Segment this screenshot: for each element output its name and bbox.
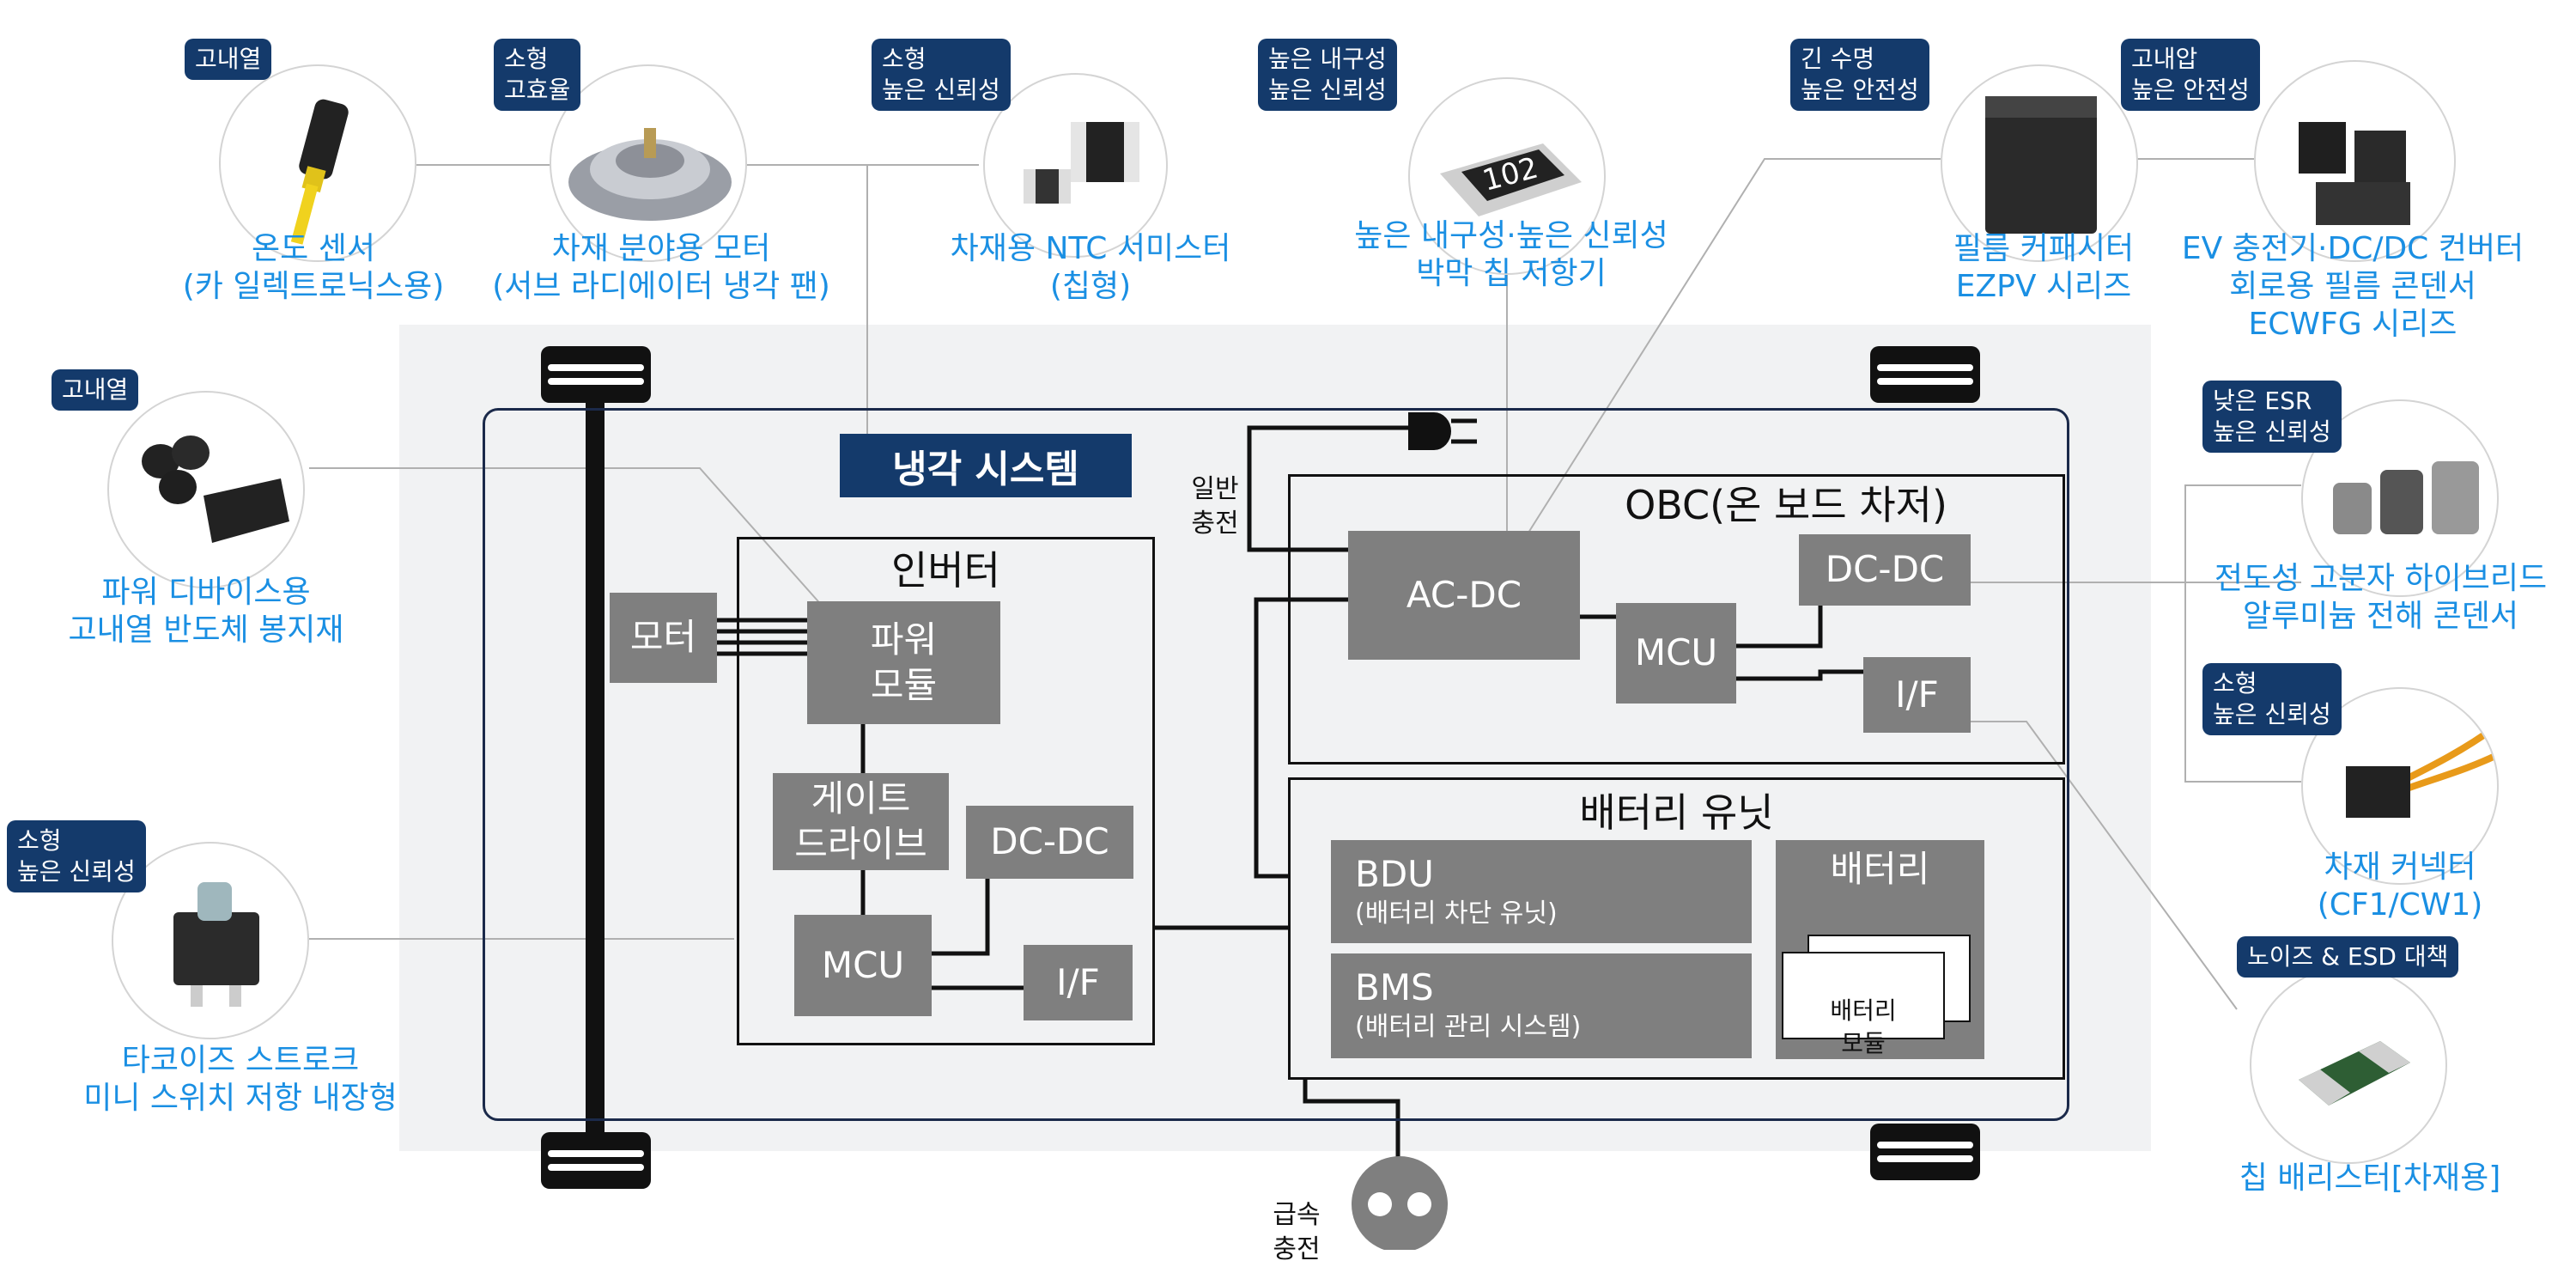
badge-temperature-sensor: 고내열 [185,39,272,80]
product-image-temperature-sensor [219,64,416,262]
bms-label: BMS [1355,966,1434,1008]
plug-icon [1408,412,1477,450]
battery-label: 배터리 [1830,848,1930,890]
product-image-chip-varistor [2250,966,2447,1164]
obc-title: OBC(온 보드 차저) [1625,482,1947,528]
obc-dcdc-block: DC-DC [1799,534,1971,606]
cooling-system-label: 냉각 시스템 [840,434,1132,497]
product-image-motor [550,64,747,262]
inverter-mcu-block: MCU [794,915,932,1016]
fast-charge-text: 급속 충전 [1273,1200,1321,1264]
chip-varistor-icon [2299,1041,2410,1106]
badge-chip-resistor: 높은 내구성 높은 신뢰성 [1258,39,1397,111]
product-image-ntc-thermistor [983,73,1168,258]
badge-semiconductor-sealant: 고내열 [52,369,139,411]
bdu-block: BDU (배터리 차단 유닛) [1331,840,1752,943]
badge-film-condenser: 고내압 높은 안전성 [2121,39,2260,111]
obc-box [1288,474,2065,764]
mini-switch-icon [173,882,259,1007]
caption-chip-resistor: 높은 내구성·높은 신뢰성 박막 칩 저항기 [1354,218,1668,291]
acdc-block: AC-DC [1348,531,1580,660]
ntc-thermistor-icon [1024,122,1139,204]
badge-ntc-thermistor: 소형 높은 신뢰성 [872,39,1011,111]
battery-unit-title: 배터리 유닛 [1579,789,1774,836]
battery-module: 배터리 모듈 [1782,952,1945,1057]
normal-charge-text: 일반 충전 [1191,474,1239,539]
product-image-film-capacitor [1941,64,2138,262]
motor-block: 모터 [610,593,717,683]
badge-motor: 소형 고효율 [494,39,581,111]
badge-film-capacitor: 긴 수명 높은 안전성 [1790,39,1929,111]
wheel-rear-right [1870,1124,1980,1180]
caption-semiconductor-sealant: 파워 디바이스용 고내열 반도체 봉지재 [68,575,344,648]
connector-icon [2346,721,2497,818]
caption-mini-switch: 타코이즈 스트로크 미니 스위치 저항 내장형 [83,1043,398,1116]
temperature-sensor-icon [290,99,349,245]
caption-hybrid-capacitor: 전도성 고분자 하이브리드 알루미늄 전해 콘덴서 [2214,561,2548,634]
caption-ntc-thermistor: 차재용 NTC 서미스터 (칩형) [950,231,1231,304]
inverter-box [737,537,1155,1045]
caption-film-capacitor: 필름 커패시터 EZPV 시리즈 [1953,231,2135,304]
caption-motor: 차재 분야용 모터 (서브 라디에이터 냉각 팬) [492,231,830,304]
wheel-front-left [541,346,651,403]
power-module-block: 파워 모듈 [807,601,1000,724]
power-module-label: 파워 모듈 [870,618,938,706]
obc-mcu-block: MCU [1616,603,1736,704]
chip-resistor-icon: 102 [1440,143,1582,216]
film-capacitor-icon [1985,96,2097,234]
bms-block: BMS (배터리 관리 시스템) [1331,953,1752,1058]
inverter-title: 인버터 [891,547,1000,594]
inverter-dcdc-block: DC-DC [966,806,1133,879]
caption-chip-varistor: 칩 배리스터[차재용] [2239,1160,2501,1196]
obc-if-block: I/F [1863,657,1971,733]
bdu-sublabel: (배터리 차단 유닛) [1355,898,1558,929]
caption-connector: 차재 커넥터 (CF1/CW1) [2317,850,2483,923]
fast-charge-port-icon [1352,1156,1448,1250]
inverter-if-block: I/F [1024,945,1133,1020]
hybrid-capacitor-icon [2333,461,2479,534]
gate-driver-label: 게이트 드라이브 [794,777,927,865]
battery-module-label: 배터리 모듈 [1830,996,1897,1057]
fast-charge-label: 급속 충전 [1262,1164,1331,1267]
caption-film-condenser: EV 충전기·DC/DC 컨버터 회로용 필름 콘덴서 ECWFG 시리즈 [2181,231,2524,342]
battery-unit-box [1288,777,2065,1080]
gate-driver-block: 게이트 드라이브 [773,773,949,870]
wheel-front-right [1870,346,1980,403]
semiconductor-sealant-icon [142,436,289,543]
product-image-chip-resistor: 102 [1408,77,1606,275]
bms-sublabel: (배터리 관리 시스템) [1355,1011,1582,1042]
motor-fan-icon [568,128,732,221]
wheel-rear-left [541,1132,651,1189]
film-condenser-icon [2299,122,2410,225]
badge-hybrid-capacitor: 낮은 ESR 높은 신뢰성 [2202,381,2342,453]
normal-charge-label: 일반 충전 [1181,438,1249,541]
badge-connector: 소형 높은 신뢰성 [2202,663,2342,735]
badge-chip-varistor: 노이즈 & ESD 대책 [2237,936,2459,978]
product-image-film-condenser [2254,60,2456,262]
bdu-label: BDU [1355,853,1434,895]
badge-mini-switch: 소형 높은 신뢰성 [7,820,146,892]
vehicle-outline [483,408,2069,1121]
caption-temperature-sensor: 온도 센서 (카 일렉트로닉스용) [182,231,445,304]
product-image-semiconductor-sealant [107,391,305,588]
